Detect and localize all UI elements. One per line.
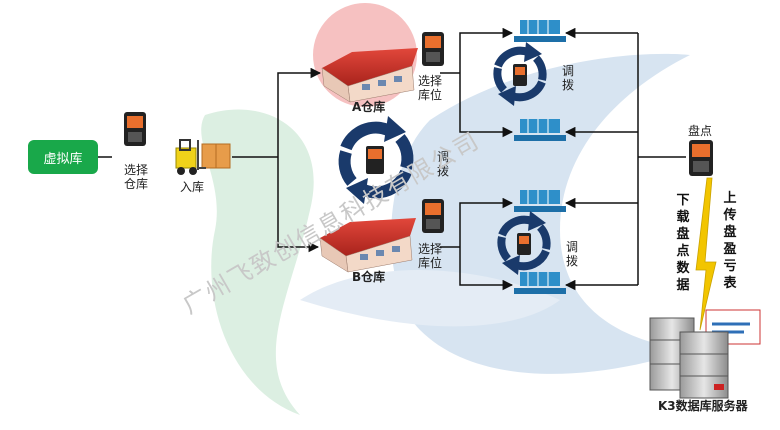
download-data-label: 下载盘点数据 (676, 193, 690, 293)
inbound-label: 入库 (180, 180, 205, 194)
cycle-arrows-icon (493, 42, 547, 106)
scanner-icon (366, 146, 384, 174)
inventory-check-label: 盘点 (688, 124, 713, 138)
warehouse-a-icon (321, 48, 418, 103)
cycle-arrows-icon (338, 116, 414, 204)
scanner-icon (422, 32, 444, 66)
transfer-b-label: 调 拨 (566, 240, 579, 268)
warehouse-b-label: B仓库 (352, 270, 386, 284)
scanner-icon (689, 140, 713, 176)
connector-lines (232, 27, 686, 291)
virtual-warehouse-box (28, 140, 98, 174)
shelf-icon (514, 119, 566, 141)
virtual-warehouse-label: 虚拟库 (43, 151, 83, 167)
transfer-center-label: 调 拨 (437, 150, 450, 178)
warehouse-b-icon (319, 218, 416, 273)
shelf-icon (514, 20, 566, 42)
select-location-a-label: 选择 库位 (418, 74, 443, 102)
transfer-a-label: 调 拨 (562, 64, 575, 92)
select-warehouse-label: 选择 仓库 (124, 163, 149, 191)
shelf-icon (514, 190, 566, 212)
upload-table-label: 上传盘盈亏表 (723, 191, 737, 291)
server-icon (649, 309, 761, 399)
scanner-icon (513, 64, 527, 86)
cycle-arrows-icon (497, 211, 551, 275)
forklift-icon (175, 139, 231, 175)
warehouse-a-label: A仓库 (352, 100, 386, 114)
server-label: K3数据库服务器 (658, 399, 748, 413)
scanner-icon (422, 199, 444, 233)
scanner-icon (517, 233, 531, 255)
background-decoration (201, 53, 690, 415)
lightning-bolt-icon (695, 177, 717, 331)
shelf-icon (514, 272, 566, 294)
select-location-b-label: 选择 库位 (418, 242, 443, 270)
scanner-icon (124, 112, 146, 146)
